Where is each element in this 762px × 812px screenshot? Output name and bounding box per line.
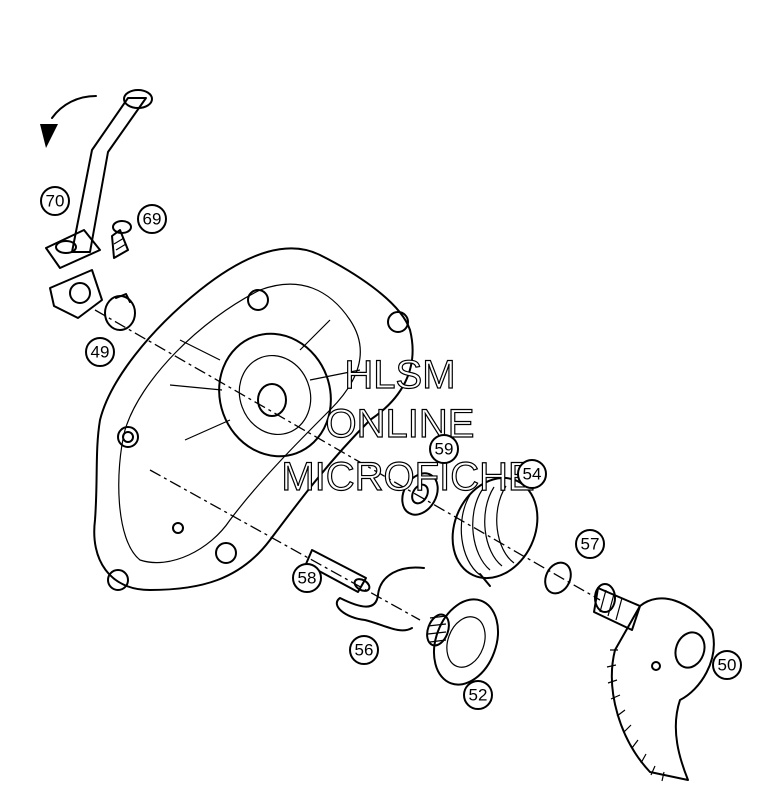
bolt: [111, 220, 132, 259]
crankcase-cover: [93, 247, 414, 591]
callout-69: 69: [137, 204, 167, 234]
rotation-arrow-icon: [40, 95, 97, 148]
callout-57: 57: [575, 529, 605, 559]
snap-ring: [104, 293, 136, 331]
watermark-line-3: MICROFICHE: [281, 455, 534, 499]
callout-52-text: 52: [469, 686, 488, 705]
kick-starter-lever: [45, 89, 153, 319]
callout-56-text: 56: [355, 641, 374, 660]
callout-50: 50: [712, 650, 742, 680]
kick-spring: [451, 476, 539, 587]
callout-69-text: 69: [143, 210, 162, 229]
callout-50-text: 50: [718, 656, 737, 675]
callout-58-text: 58: [298, 569, 317, 588]
o-ring: [544, 561, 572, 595]
kick-gear: [426, 598, 499, 686]
callout-70-text: 70: [46, 192, 65, 211]
callout-54: 54: [517, 459, 547, 489]
callout-54-text: 54: [523, 465, 542, 484]
callout-57-text: 57: [581, 535, 600, 554]
callout-59: 59: [429, 434, 459, 464]
spring-clip: [335, 566, 425, 632]
callout-49: 49: [85, 337, 115, 367]
assembly-axis-lines: [94, 309, 601, 621]
watermark-line-1: HLSM: [344, 353, 455, 397]
callout-59-text: 59: [435, 440, 454, 459]
pin: [305, 549, 371, 593]
callout-52: 52: [463, 680, 493, 710]
callout-58: 58: [292, 563, 322, 593]
callout-49-text: 49: [91, 343, 110, 362]
callout-70: 70: [40, 186, 70, 216]
watermark: HLSM ONLINE MICROFICHE: [281, 352, 536, 499]
kick-shaft-segment: [593, 583, 715, 782]
washer: [401, 472, 439, 516]
callout-56: 56: [349, 635, 379, 665]
